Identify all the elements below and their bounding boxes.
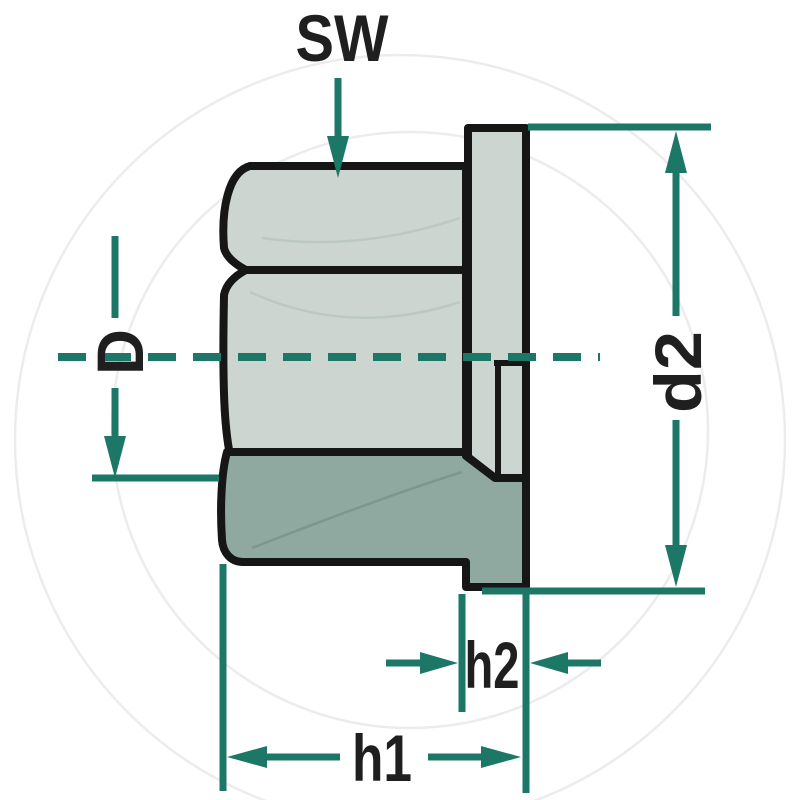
- h2-label: h2: [465, 628, 520, 702]
- dimension-d: D: [83, 236, 219, 482]
- d2-arrowhead-up: [665, 131, 687, 173]
- d-arrowhead-down: [104, 436, 126, 478]
- dimension-sw: SW: [296, 1, 390, 178]
- dimension-h2: h2: [386, 591, 601, 793]
- h1-label: h1: [352, 721, 412, 795]
- d2-label: d2: [641, 331, 715, 413]
- h1-arrowhead-left: [227, 746, 267, 768]
- sw-arrowhead-down: [327, 136, 349, 178]
- shading-lower-facet: [251, 470, 463, 550]
- d2-arrowhead-down: [665, 545, 687, 587]
- shading-middle-facet: [249, 290, 461, 319]
- part-drawing: [217, 124, 530, 591]
- shading-top-facet: [261, 216, 461, 244]
- watermark-arc-outer: [13, 53, 787, 800]
- h1-arrowhead-right: [481, 746, 521, 768]
- sw-label: SW: [296, 1, 390, 75]
- h2-arrowhead-left: [530, 652, 568, 674]
- dimension-h1: h1: [219, 564, 521, 795]
- h2-arrowhead-right: [420, 652, 458, 674]
- hex-body-upper: [219, 162, 470, 459]
- dimension-d2: d2: [482, 123, 715, 595]
- hex-body-lower-section: [217, 448, 530, 591]
- d-label: D: [83, 329, 157, 375]
